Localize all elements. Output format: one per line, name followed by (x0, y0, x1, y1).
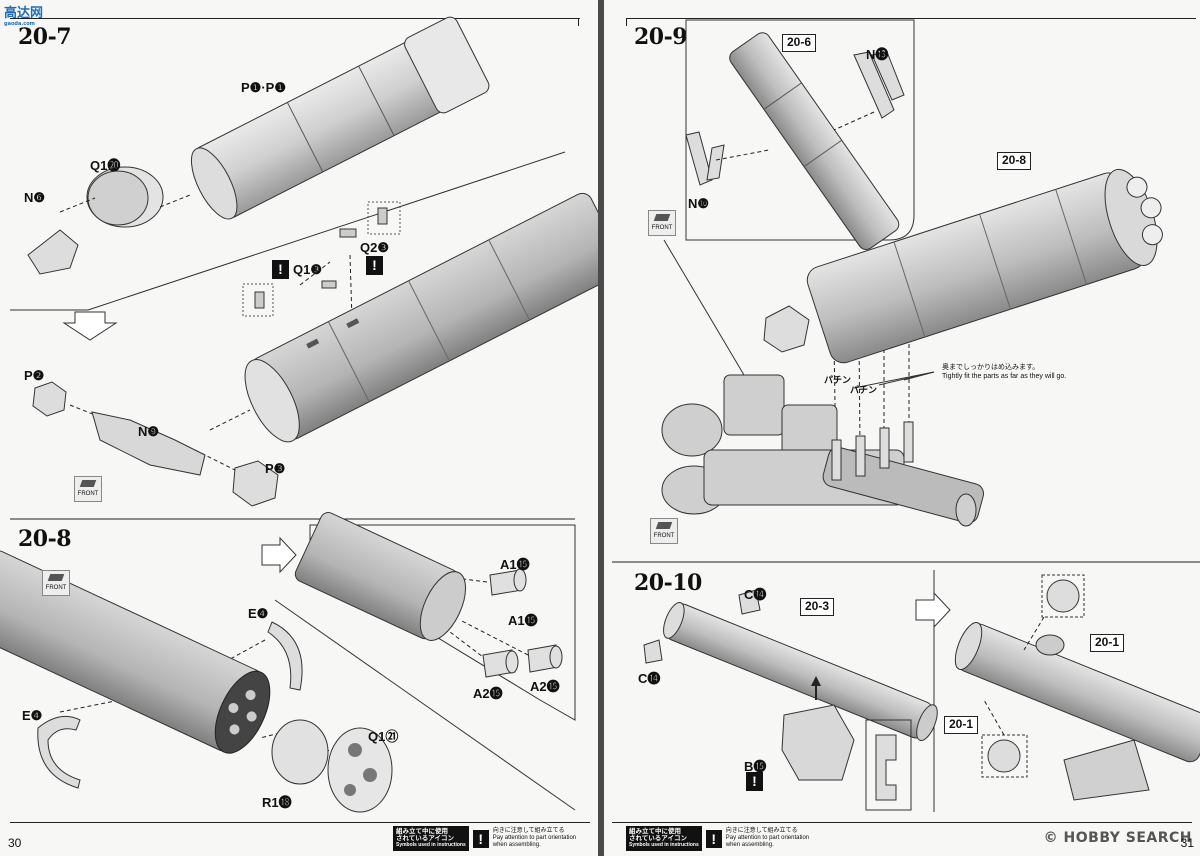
legend-warning-icon: ! (472, 829, 489, 848)
label-r1-18: R1⓲ (262, 795, 292, 810)
fit-instruction-note: 奥までしっかりはめ込みます。 Tightly fit the parts as … (942, 364, 1067, 380)
disc-part-20-1 (1035, 634, 1065, 656)
page-number-left: 30 (8, 836, 22, 850)
hub-part-r1 (271, 719, 329, 785)
nozzle-parts (482, 568, 563, 678)
legend-title: 組み立て中に使用 されているアイコン Symbols used in instr… (626, 826, 702, 851)
label-b15: B⓯ (744, 759, 767, 774)
ref-box-20-1-left: 20-1 (944, 716, 979, 734)
legend-warning-icon: ! (705, 829, 722, 848)
hex-cap-part (763, 305, 810, 353)
left-page-illustrations (0, 16, 598, 813)
missile-pod-assembly (806, 168, 1163, 364)
label-a1-15-mid: A1⓯ (508, 613, 538, 628)
footer-rule (612, 822, 1192, 823)
label-q1-3: Q1❸ (293, 262, 322, 277)
down-arrow-icon (62, 311, 118, 341)
ref-box-20-8: 20-8 (997, 152, 1032, 170)
top-rule-tick (578, 18, 579, 26)
label-e4-top: E❹ (248, 606, 269, 621)
ref-box-20-3: 20-3 (800, 598, 835, 616)
legend-description: 向きに注意して組み立てる Pay attention to part orien… (492, 828, 577, 848)
ring-part-e4-top (267, 621, 303, 691)
warning-icon: ! (366, 256, 383, 275)
leg-part-n10 (685, 131, 713, 186)
front-indicator-icon: FRONT (42, 570, 70, 596)
bracket-part-n6 (27, 229, 79, 275)
watermark-logo: 高达网 gaoda.com (4, 6, 44, 27)
launcher-tube-20-10 (663, 602, 938, 742)
label-q2-3: Q2❸ (360, 240, 389, 255)
rail-part-n9 (91, 411, 206, 476)
ref-box-20-1-top: 20-1 (1090, 634, 1125, 652)
clip-part-c14-top (738, 589, 761, 615)
step-heading-20-9: 20-9 (634, 24, 688, 50)
label-p1: P❶·P❶ (241, 80, 286, 95)
tube-part-p1 (190, 16, 490, 220)
front-indicator-icon: FRONT (648, 210, 676, 236)
warning-icon: ! (746, 772, 763, 791)
label-a2-15-left: A2⓯ (473, 686, 503, 701)
page-number-right: 31 (1180, 836, 1194, 850)
next-view-arrow-icon (261, 536, 297, 574)
right-page: 20-9 (604, 0, 1200, 856)
icon-legend: 組み立て中に使用 されているアイコン Symbols used in instr… (393, 826, 576, 851)
tube-assembly-20-8 (0, 550, 271, 754)
label-a2-15-right: A2⓯ (530, 679, 560, 694)
legend-description: 向きに注意して組み立てる Pay attention to part orien… (725, 828, 810, 848)
top-rule-tick (626, 18, 627, 26)
launcher-detail-inset (729, 32, 900, 250)
label-p3: P❸ (265, 461, 286, 476)
label-c14-top: C⓮ (744, 587, 767, 602)
label-n10: N❿ (688, 196, 710, 211)
tube-inset-view (294, 512, 466, 641)
label-c14-left: C⓮ (638, 671, 661, 686)
label-n6: N❻ (24, 190, 46, 205)
label-n9: N❾ (138, 424, 160, 439)
front-indicator-icon: FRONT (74, 476, 102, 502)
next-view-arrow-icon (915, 591, 951, 629)
bracket-part-b15 (781, 704, 855, 781)
legend-title: 組み立て中に使用 されているアイコン Symbols used in instr… (393, 826, 469, 851)
shoulder-base-assembly (661, 374, 985, 527)
cap-part-q1 (86, 166, 164, 228)
hobby-search-logo: © HOBBY SEARCH (1043, 830, 1192, 846)
front-indicator-icon: FRONT (650, 518, 678, 544)
label-e4-left: E❹ (22, 708, 43, 723)
label-q1-21: Q1㉑ (368, 729, 399, 744)
ring-part-e4-left (37, 715, 81, 789)
label-a1-15-top: A1⓯ (500, 557, 530, 572)
label-n13: N⓭ (866, 47, 889, 62)
launcher-tube-final (954, 622, 1200, 763)
right-page-illustrations (612, 19, 1200, 812)
label-p2: P❷ (24, 368, 45, 383)
hex-part-p3 (232, 460, 279, 507)
warning-icon: ! (272, 260, 289, 279)
tube-assembly-large (244, 192, 598, 443)
snap-label: パチン (850, 385, 878, 395)
icon-legend: 組み立て中に使用 されているアイコン Symbols used in instr… (626, 826, 809, 851)
ref-box-20-6: 20-6 (782, 34, 817, 52)
step-heading-20-8: 20-8 (18, 526, 72, 552)
label-q1-20: Q1⓴ (90, 158, 121, 173)
leg-part-n13 (853, 51, 895, 119)
top-rule (10, 18, 580, 19)
hex-part-p2 (32, 381, 67, 417)
step-heading-20-7: 20-7 (18, 24, 72, 50)
step-heading-20-10: 20-10 (634, 570, 702, 596)
snap-label: パチン (824, 375, 852, 385)
footer-rule (10, 822, 590, 823)
left-page: 高达网 gaoda.com 20-7 (0, 0, 598, 856)
disc-part-q1 (327, 727, 393, 813)
clip-part-c14 (643, 639, 663, 664)
top-rule (626, 18, 1196, 19)
